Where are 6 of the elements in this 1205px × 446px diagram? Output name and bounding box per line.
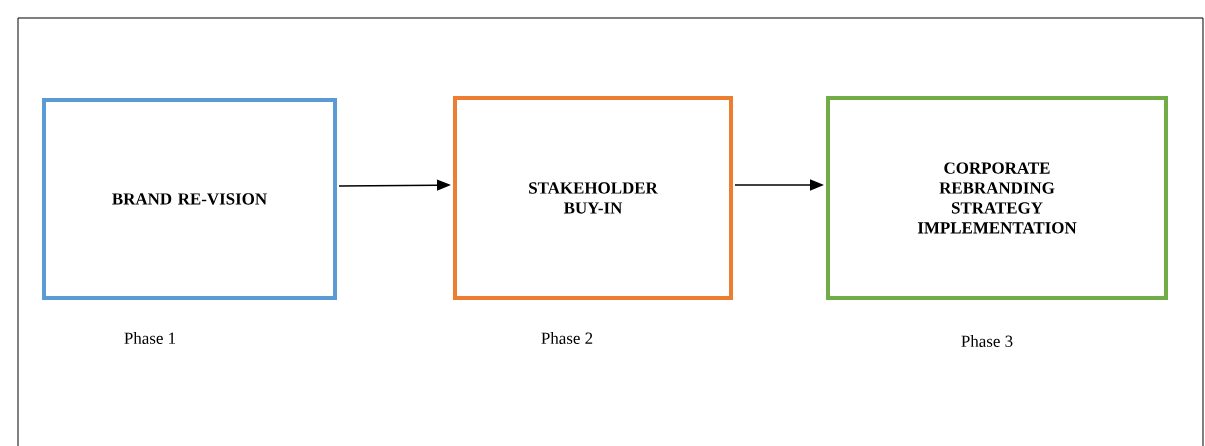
process-box: STAKEHOLDER BUY-IN [453,96,733,300]
process-box: BRAND RE-VISION [42,98,337,300]
process-box: CORPORATE REBRANDING STRATEGY IMPLEMENTATION [826,96,1168,300]
phase-label: Phase 3 [961,335,1013,347]
phase-label: Phase 1 [124,332,176,344]
phase-label: Phase 2 [541,332,593,344]
